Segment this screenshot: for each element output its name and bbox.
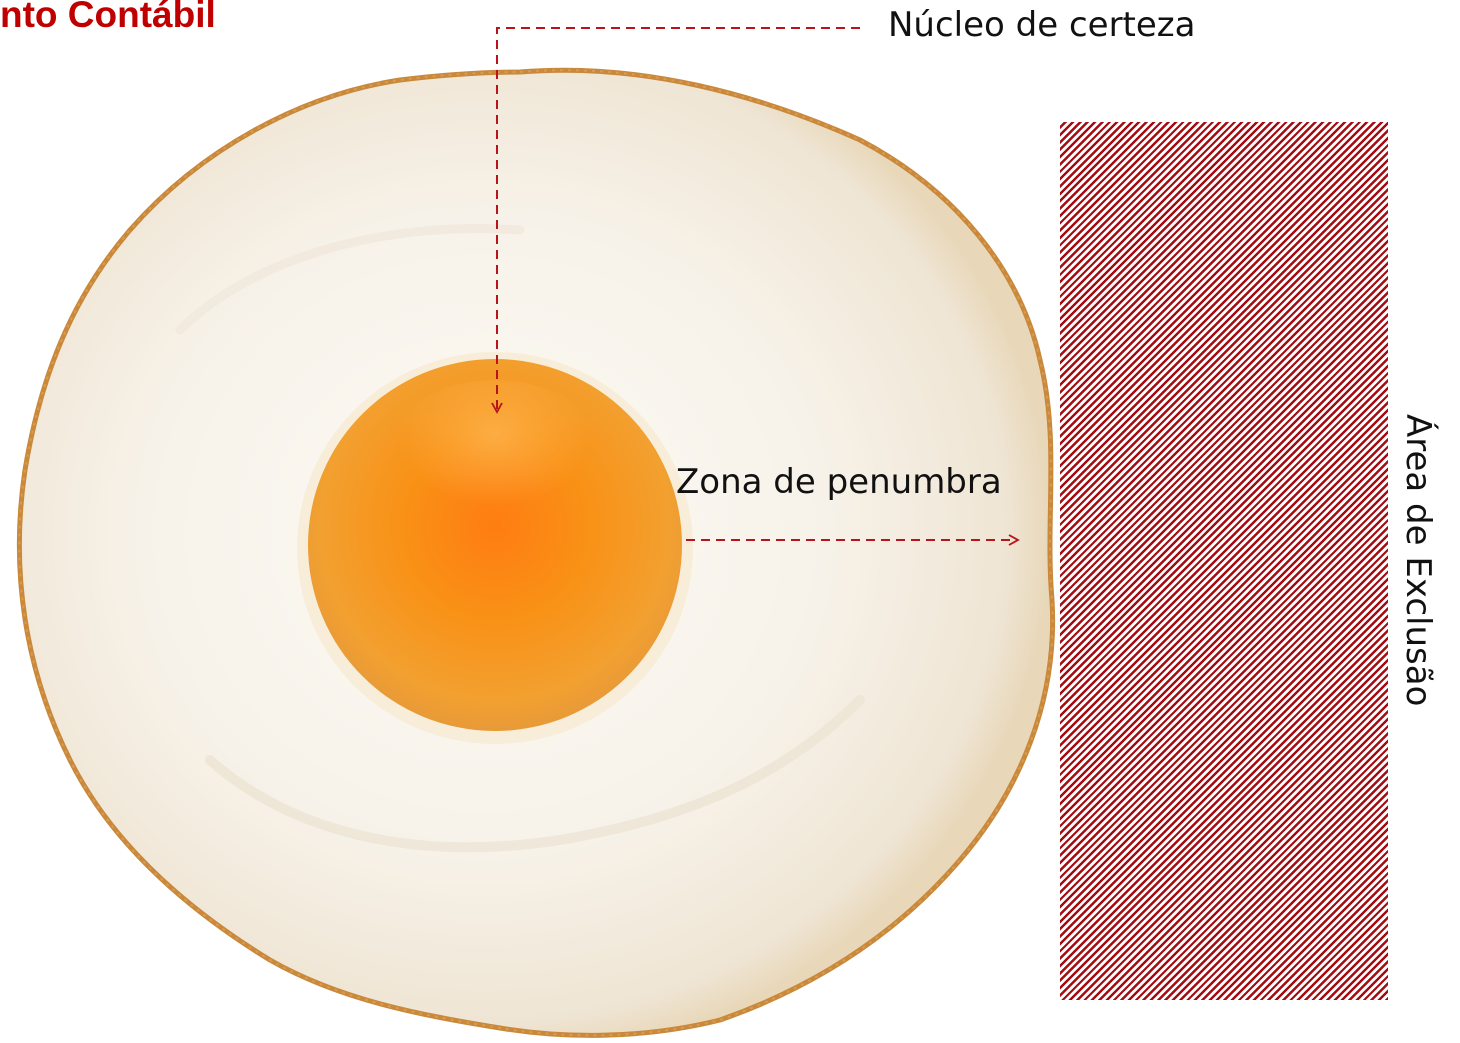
egg-white-fold bbox=[205, 695, 865, 853]
slide-title: nto Contábil bbox=[0, 0, 216, 35]
penumbra-label: Zona de penumbra bbox=[676, 462, 1002, 502]
exclusion-area-hatched bbox=[1060, 122, 1388, 1000]
core-label: Núcleo de certeza bbox=[888, 5, 1196, 45]
egg-crispy-rim bbox=[18, 69, 1054, 1037]
egg-white-fold bbox=[175, 223, 525, 335]
egg-yolk-shine bbox=[375, 380, 615, 560]
exclusion-label: Área de Exclusão bbox=[1398, 414, 1438, 707]
core-arrow bbox=[491, 27, 860, 414]
